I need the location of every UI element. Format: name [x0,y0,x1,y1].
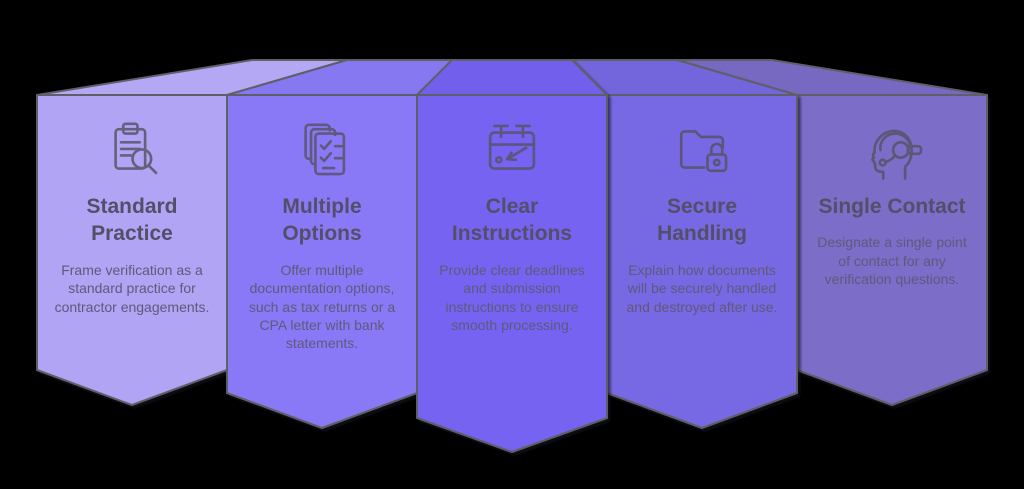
banner-description: Frame verification as a standard practic… [54,261,210,315]
banner-shape-single-contact [676,59,988,406]
banner-description: Designate a single point of contact for … [817,234,967,288]
banner-title: Standard Practice [86,195,178,246]
banner-top-face [416,59,608,96]
folder-lock-icon [667,115,737,185]
banner-front-face [226,94,418,429]
banner-front-face [416,94,608,453]
banner-description: Offer multiple documentation options, su… [248,261,396,352]
banner-clear-instructions: Clear Instructions Provide clear deadlin… [417,95,607,334]
banner-single-contact: Single Contact Designate a single point … [797,95,987,289]
documents-checklist-icon [287,115,357,185]
banner-description: Explain how documents will be securely h… [626,261,778,315]
headset-person-icon [857,115,927,185]
banner-multiple-options: Multiple Options Offer multiple document… [227,95,417,353]
calendar-deadline-icon [477,115,547,185]
clipboard-search-icon [97,115,167,185]
banner-front-face [36,94,228,406]
banner-title: Secure Handling [657,195,747,246]
banner-shape-clear-instructions [416,59,608,453]
banner-secure-handling: Secure Handling Explain how documents wi… [607,95,797,316]
banner-shape-standard-practice [36,59,348,406]
banner-title: Single Contact [818,195,966,218]
banner-title: Clear Instructions [451,195,573,246]
banner-title: Multiple Options [282,195,362,246]
banner-standard-practice: Standard Practice Frame verification as … [37,95,227,316]
banner-description: Provide clear deadlines and submission i… [439,261,585,333]
